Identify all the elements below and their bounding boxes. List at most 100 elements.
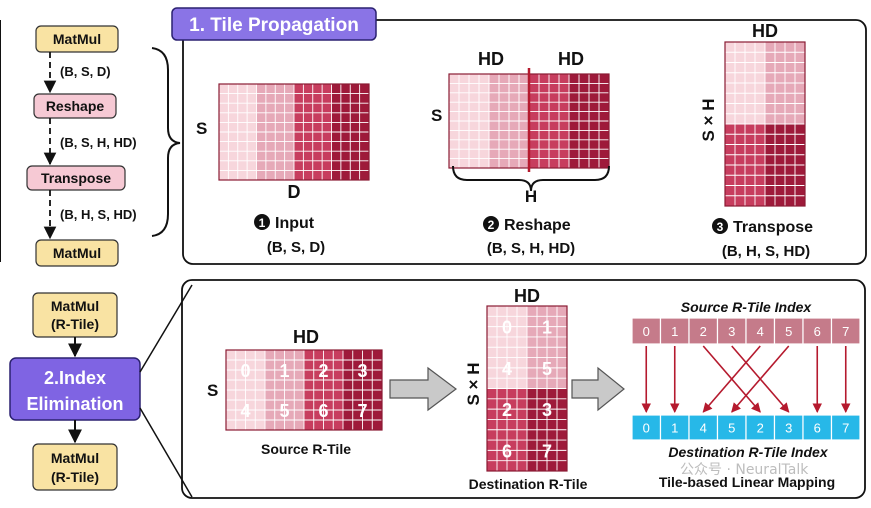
mapping-index-label: 7 (842, 421, 849, 436)
index-elimination-line1: 2.Index (44, 368, 106, 388)
mapping-index-label: 5 (728, 421, 735, 436)
rtile-matmul-bottom-line1: MatMul (51, 450, 99, 466)
mapping-index-label: 4 (757, 324, 764, 339)
reshape-s-label: S (431, 106, 442, 125)
mapping-arrows (641, 345, 851, 413)
step2-number: 2 (488, 218, 495, 232)
step3-shape: (B, H, S, HD) (722, 243, 810, 260)
step2-shape: (B, S, H, HD) (487, 240, 575, 257)
flow-reshape-label: Reshape (46, 98, 105, 114)
rtile-index-label: 1 (279, 361, 289, 381)
step3-caption: 3 Transpose (B, H, S, HD) (712, 218, 813, 260)
mapping-index-cell (688, 414, 719, 441)
source-hd-label: HD (293, 327, 319, 347)
reshape-hd-right: HD (558, 49, 584, 69)
step2-number-badge (483, 216, 499, 232)
mapping-index-cell (802, 317, 833, 345)
mapping-index-label: 5 (785, 324, 792, 339)
flow-shape-bshhd: (B, S, H, HD) (60, 135, 137, 150)
step3-name: Transpose (733, 219, 813, 236)
flow-transpose-label: Transpose (41, 170, 111, 186)
section2-panel (181, 279, 866, 499)
mapping-index-label: 0 (643, 421, 650, 436)
transpose-hd-label: HD (752, 21, 778, 41)
rtile-index-label: 6 (502, 441, 512, 461)
rtile-index-label: 0 (240, 361, 250, 381)
rtile-matmul-top: MatMul (R-Tile) (32, 292, 118, 338)
mapping-index-cell (659, 414, 690, 441)
rtile-index-label: 3 (542, 400, 552, 420)
rtile-index-label: 6 (318, 401, 328, 421)
flow-matmul-bottom: MatMul (35, 239, 119, 267)
mapping-index-label: 6 (814, 324, 821, 339)
callout-line-bottom (139, 407, 193, 498)
flow-brace (151, 47, 181, 237)
index-elimination-badge: 2.Index Elimination (9, 357, 141, 421)
dest-sxh-label: S × H (464, 363, 483, 406)
flow-shape-bhshd: (B, H, S, HD) (60, 207, 137, 222)
input-tile-grid (218, 83, 370, 181)
dest-rtile-caption: Destination R-Tile (469, 476, 588, 492)
mapping-index-label: 2 (700, 324, 707, 339)
tile-border (724, 41, 806, 207)
rtile-index-label: 5 (279, 401, 289, 421)
rtile-index-label: 4 (502, 359, 512, 379)
mapping-index-cell (802, 414, 833, 441)
tile-border (225, 349, 383, 431)
block-arrow-1 (389, 366, 457, 412)
step1-name: Input (275, 215, 315, 232)
mapping-index-label: 2 (757, 421, 764, 436)
transpose-sxh-label: S × H (699, 99, 718, 142)
flow-matmul-top: MatMul (35, 25, 119, 53)
callout-line-top (139, 284, 193, 373)
rtile-matmul-bottom: MatMul (R-Tile) (32, 443, 118, 491)
reshape-hd-left: HD (478, 49, 504, 69)
flow-transpose: Transpose (26, 165, 126, 191)
step1-number: 1 (259, 216, 266, 230)
step2-name: Reshape (504, 217, 571, 234)
rtile-index-label: 0 (502, 318, 512, 338)
rtile-index-label: 4 (240, 401, 250, 421)
mapping-index-cell (830, 414, 861, 441)
step1-number-badge (254, 214, 270, 230)
mapping-index-label: 3 (785, 421, 792, 436)
tile-border (486, 305, 568, 472)
mapping-index-label: 6 (814, 421, 821, 436)
rtile-matmul-bottom-line2: (R-Tile) (51, 469, 99, 485)
mapping-caption: Tile-based Linear Mapping (659, 474, 835, 490)
mapping-index-cell (716, 317, 747, 345)
step3-number-badge (712, 218, 728, 234)
mapping-dest-title: Destination R-Tile Index (668, 444, 828, 460)
source-rtile-grid (225, 349, 383, 431)
destination-rtile-grid (486, 305, 568, 472)
reshape-h-label: H (525, 187, 537, 206)
section1-title-badge: 1. Tile Propagation (171, 7, 377, 41)
block-arrow-2 (571, 366, 625, 412)
mapping-index-cell (659, 317, 690, 345)
mapping-source-title: Source R-Tile Index (681, 299, 813, 315)
source-rtile-caption: Source R-Tile (261, 441, 351, 457)
input-d-label: D (288, 182, 301, 202)
flow-matmul-bottom-label: MatMul (53, 245, 101, 261)
transpose-tile-grid (724, 41, 806, 207)
section1-title: 1. Tile Propagation (189, 15, 359, 36)
dest-hd-label: HD (514, 286, 540, 306)
rtile-index-label: 2 (318, 361, 328, 381)
index-elimination-line2: Elimination (26, 394, 123, 414)
mapping-index-label: 1 (671, 421, 678, 436)
reshape-h-brace (452, 165, 610, 192)
rtile-index-label: 7 (357, 401, 367, 421)
mapping-index-label: 0 (643, 324, 650, 339)
rtile-index-label: 5 (542, 359, 552, 379)
mapping-index-cell (688, 317, 719, 345)
source-s-label: S (207, 381, 218, 400)
step2-caption: 2 Reshape (B, S, H, HD) (483, 216, 575, 257)
mapping-arrow (731, 345, 790, 413)
rtile-matmul-top-line2: (R-Tile) (51, 316, 99, 332)
input-s-label: S (196, 119, 207, 138)
